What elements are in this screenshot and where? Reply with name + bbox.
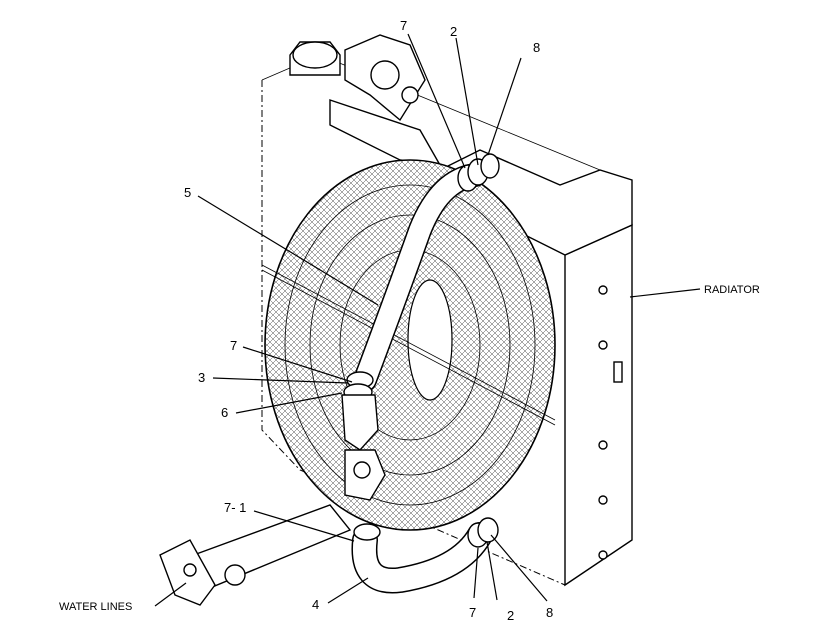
radiator-core	[261, 54, 633, 587]
fan-guard	[261, 159, 556, 531]
callout-2-bottom: 2	[507, 608, 514, 623]
callout-8-bottom: 8	[546, 605, 553, 620]
elbow-fitting	[341, 371, 386, 501]
callout-8-top: 8	[533, 40, 540, 55]
callout-7-top: 7	[400, 18, 407, 33]
water-lines-label: WATER LINES	[59, 601, 132, 613]
callout-6: 6	[221, 405, 228, 420]
callout-7-middle: 7	[230, 338, 237, 353]
callout-2-top: 2	[450, 24, 457, 39]
callout-7-1: 7- 1	[224, 500, 246, 515]
callout-4: 4	[312, 597, 319, 612]
callout-3: 3	[198, 370, 205, 385]
thermostat-housing	[289, 34, 442, 166]
lower-hose-clamp	[467, 517, 499, 548]
radiator-label: RADIATOR	[704, 284, 760, 296]
water-lines-tube	[159, 504, 352, 606]
upper-hose	[353, 163, 487, 392]
leader-lines	[154, 33, 701, 607]
callout-5: 5	[184, 185, 191, 200]
lower-hose	[351, 522, 493, 594]
callout-7-bottom: 7	[469, 605, 476, 620]
upper-hose-clamp	[457, 153, 500, 192]
